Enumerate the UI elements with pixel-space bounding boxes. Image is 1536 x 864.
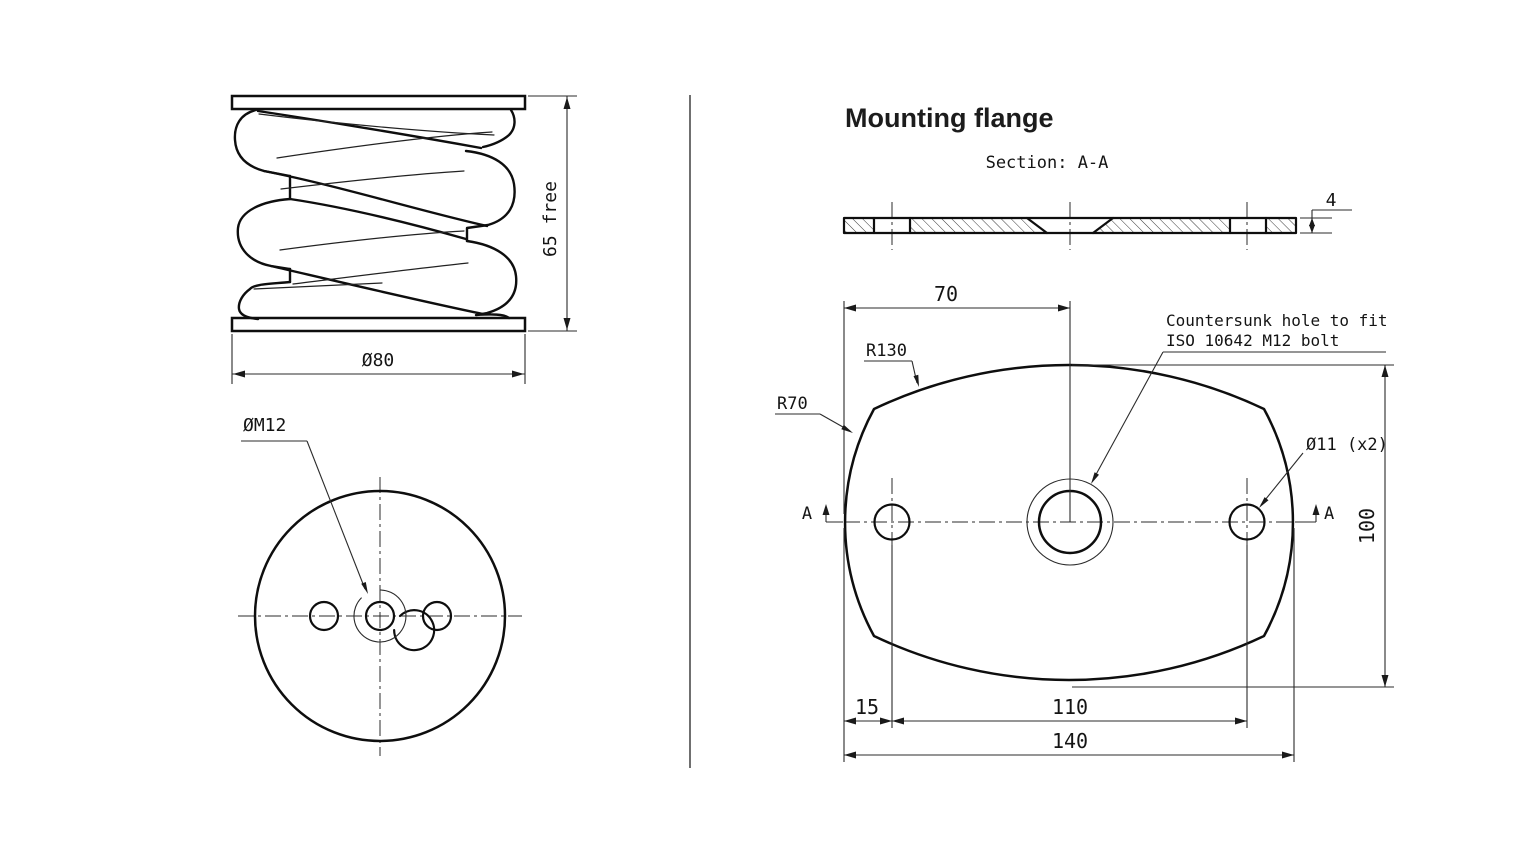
dim-label-height: 100 [1355, 508, 1379, 544]
flange-outline [843, 363, 1295, 682]
callout-hole-diameter: Ø11 (x2) [1259, 435, 1388, 508]
section-label: Section: A-A [986, 153, 1109, 173]
dimension-bottom-group: 15 110 140 [843, 528, 1295, 762]
spring-top-view: ØM12 [238, 415, 522, 756]
spring-coil-outline [233, 108, 518, 321]
dimension-height: 100 [1072, 364, 1394, 688]
section-marker-left: A [802, 504, 843, 524]
spring-outer-circle [253, 489, 507, 743]
section-marker-right-label: A [1324, 504, 1334, 524]
dimension-spring-diameter: Ø80 [231, 334, 526, 384]
dim-label-overall-width: 140 [1052, 729, 1088, 753]
thread-minor-circle [364, 600, 396, 632]
section-plate-outline [842, 216, 1298, 235]
callout-countersunk-note: Countersunk hole to fit ISO 10642 M12 bo… [1091, 311, 1388, 484]
dimension-center-offset: 70 [843, 282, 1071, 522]
callout-side-radius: R70 [775, 394, 853, 433]
spring-top-plate [230, 94, 527, 111]
thread-major-arc [393, 609, 436, 652]
countersink-left-slant [1025, 216, 1049, 235]
flange-section-view: 4 [842, 190, 1352, 250]
spring-side-view: 65 free Ø80 [230, 94, 577, 384]
dim-label-free-height: 65 free [540, 181, 561, 257]
countersink-right-slant [1091, 216, 1115, 235]
note-line1: Countersunk hole to fit [1166, 311, 1388, 330]
spring-bottom-plate [230, 316, 527, 333]
spring-coil-back-lines [253, 113, 495, 290]
dim-label-spring-diameter: Ø80 [362, 350, 395, 371]
dim-label-thickness: 4 [1326, 190, 1337, 211]
spring-side-hole-left [308, 600, 340, 632]
spring-side-hole-right [421, 600, 453, 632]
label-side-radius: R70 [777, 394, 808, 414]
flange-hole-right [1228, 503, 1266, 541]
section-marker-left-label: A [802, 504, 812, 524]
dimension-thickness: 4 [1300, 190, 1352, 234]
dim-label-hole-spacing: 110 [1052, 695, 1088, 719]
page-title: Mounting flange [845, 103, 1053, 133]
callout-center-thread: ØM12 [241, 415, 368, 594]
label-center-thread: ØM12 [243, 415, 286, 436]
flange-plan-view: 70 R130 R70 Countersunk hole to fit ISO … [775, 282, 1394, 762]
dim-label-edge-to-hole: 15 [855, 695, 879, 719]
note-line2: ISO 10642 M12 bolt [1166, 331, 1339, 350]
section-marker-right: A [1295, 504, 1334, 524]
dim-label-center-offset: 70 [934, 282, 958, 306]
dimension-free-height: 65 free [528, 95, 577, 332]
thread-chamfer-arc [353, 589, 407, 643]
callout-outer-radius: R130 [864, 341, 919, 387]
label-outer-radius: R130 [866, 341, 907, 361]
label-hole-diameter: Ø11 (x2) [1306, 435, 1388, 455]
flange-hole-left [873, 503, 911, 541]
